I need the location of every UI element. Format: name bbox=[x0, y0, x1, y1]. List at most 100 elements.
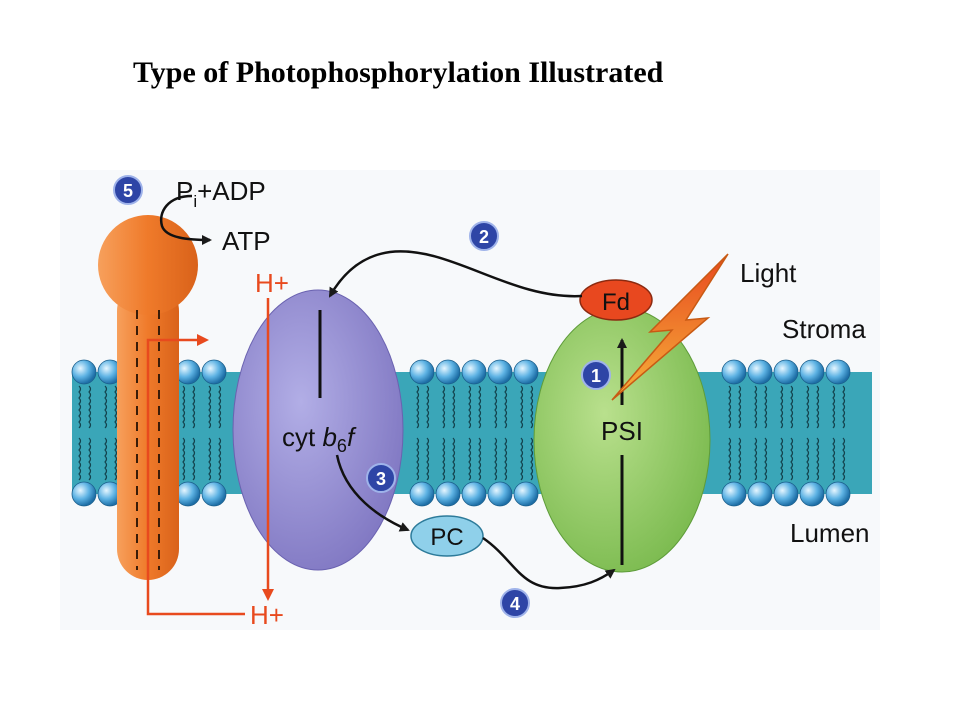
lipid-head bbox=[773, 359, 799, 385]
lipid-tail bbox=[442, 385, 446, 429]
step-badge-1: 1 bbox=[581, 360, 611, 390]
lipid-head bbox=[799, 359, 825, 385]
lipid-tail bbox=[478, 437, 482, 481]
lipid-tail bbox=[416, 385, 420, 429]
lipid-tail bbox=[790, 385, 794, 429]
step-badge-5: 5 bbox=[113, 175, 143, 205]
step-badge-3: 3 bbox=[366, 463, 396, 493]
step-badge-4: 4 bbox=[500, 588, 530, 618]
lipid-tail bbox=[728, 385, 732, 429]
page-title: Type of Photophosphorylation Illustrated bbox=[133, 56, 664, 89]
lipid-tail bbox=[764, 437, 768, 481]
lipid-head bbox=[71, 359, 97, 385]
lipid-tail bbox=[520, 385, 524, 429]
lipid-head bbox=[435, 481, 461, 507]
lipid-tail bbox=[88, 437, 92, 481]
lipid-tail bbox=[182, 437, 186, 481]
lipid-tail bbox=[780, 385, 784, 429]
lipid-tail bbox=[520, 437, 524, 481]
lipid-head bbox=[409, 359, 435, 385]
step-1-label: 1 bbox=[591, 366, 601, 386]
lipid-tail bbox=[78, 437, 82, 481]
lipid-tail bbox=[790, 437, 794, 481]
lipid-head bbox=[461, 359, 487, 385]
lipid-head bbox=[513, 359, 539, 385]
pc-label: PC bbox=[430, 524, 463, 551]
lipid-tail bbox=[842, 385, 846, 429]
lipid-head bbox=[487, 481, 513, 507]
lipid-tail bbox=[104, 385, 108, 429]
lipid-head bbox=[773, 481, 799, 507]
lipid-tail bbox=[494, 437, 498, 481]
lipid-tail bbox=[104, 437, 108, 481]
lipid-head bbox=[435, 359, 461, 385]
h-plus-bottom-label: H+ bbox=[250, 600, 284, 630]
electron-flow-cyt-to-pc bbox=[335, 454, 410, 532]
lipid-tail bbox=[764, 385, 768, 429]
lipid-head bbox=[175, 481, 201, 507]
pi-adp-label: Pi+ADP bbox=[176, 176, 266, 211]
lipid-head bbox=[747, 359, 773, 385]
lipid-head bbox=[799, 481, 825, 507]
lipid-head bbox=[487, 359, 513, 385]
adp-to-atp-arrow bbox=[159, 194, 212, 245]
lipid-tail bbox=[416, 437, 420, 481]
lipid-head bbox=[201, 359, 227, 385]
lipid-tail bbox=[468, 437, 472, 481]
plastocyanin bbox=[410, 515, 484, 557]
lipid-tail bbox=[88, 385, 92, 429]
lipid-tail bbox=[504, 385, 508, 429]
lipid-tail bbox=[468, 385, 472, 429]
lipid-head bbox=[461, 481, 487, 507]
lipid-tail bbox=[816, 385, 820, 429]
lipid-tail bbox=[738, 437, 742, 481]
lipid-tail bbox=[530, 385, 534, 429]
lipid-tail bbox=[728, 437, 732, 481]
lipid-tail bbox=[426, 385, 430, 429]
lipid-tail bbox=[114, 385, 118, 429]
atp-label: ATP bbox=[222, 226, 271, 256]
lipid-heads bbox=[71, 359, 851, 507]
lipid-head bbox=[721, 359, 747, 385]
cyt-b6f-label: cyt b6f bbox=[282, 422, 357, 456]
step-3-label: 3 bbox=[376, 469, 386, 489]
lipid-tail bbox=[806, 437, 810, 481]
lipid-tail bbox=[816, 437, 820, 481]
h-plus-top-label: H+ bbox=[255, 268, 289, 298]
lipid-tail bbox=[182, 385, 186, 429]
lipid-head bbox=[71, 481, 97, 507]
psi-label: PSI bbox=[601, 416, 643, 446]
lipid-tail bbox=[738, 385, 742, 429]
lipid-head bbox=[747, 481, 773, 507]
lipid-head bbox=[721, 481, 747, 507]
lipid-head bbox=[825, 359, 851, 385]
lipid-tail bbox=[504, 437, 508, 481]
lipid-tail bbox=[832, 385, 836, 429]
lipid-tail bbox=[114, 437, 118, 481]
stroma-label: Stroma bbox=[782, 314, 866, 344]
electron-flow-fd-to-cyt bbox=[328, 250, 583, 298]
atp-synthase-head bbox=[98, 215, 198, 315]
lipid-tail bbox=[78, 385, 82, 429]
lipid-tail bbox=[208, 437, 212, 481]
lipid-tail bbox=[754, 385, 758, 429]
lipid-tail bbox=[780, 437, 784, 481]
step-5-label: 5 bbox=[123, 181, 133, 201]
membrane-core bbox=[72, 372, 872, 494]
lipid-tail bbox=[806, 385, 810, 429]
lumen-label: Lumen bbox=[790, 518, 870, 548]
lipid-tail bbox=[452, 385, 456, 429]
lipid-tail bbox=[426, 437, 430, 481]
lipid-tail bbox=[192, 385, 196, 429]
step-badge-2: 2 bbox=[469, 221, 499, 251]
lipid-head bbox=[201, 481, 227, 507]
electron-flow-pc-to-psi bbox=[482, 536, 616, 590]
lipid-tail bbox=[452, 437, 456, 481]
lipid-tail bbox=[442, 437, 446, 481]
lipid-tail bbox=[754, 437, 758, 481]
lipid-head bbox=[175, 359, 201, 385]
lipid-tail bbox=[218, 437, 222, 481]
step-2-label: 2 bbox=[479, 227, 489, 247]
lipid-tail bbox=[842, 437, 846, 481]
lipid-tail bbox=[218, 385, 222, 429]
